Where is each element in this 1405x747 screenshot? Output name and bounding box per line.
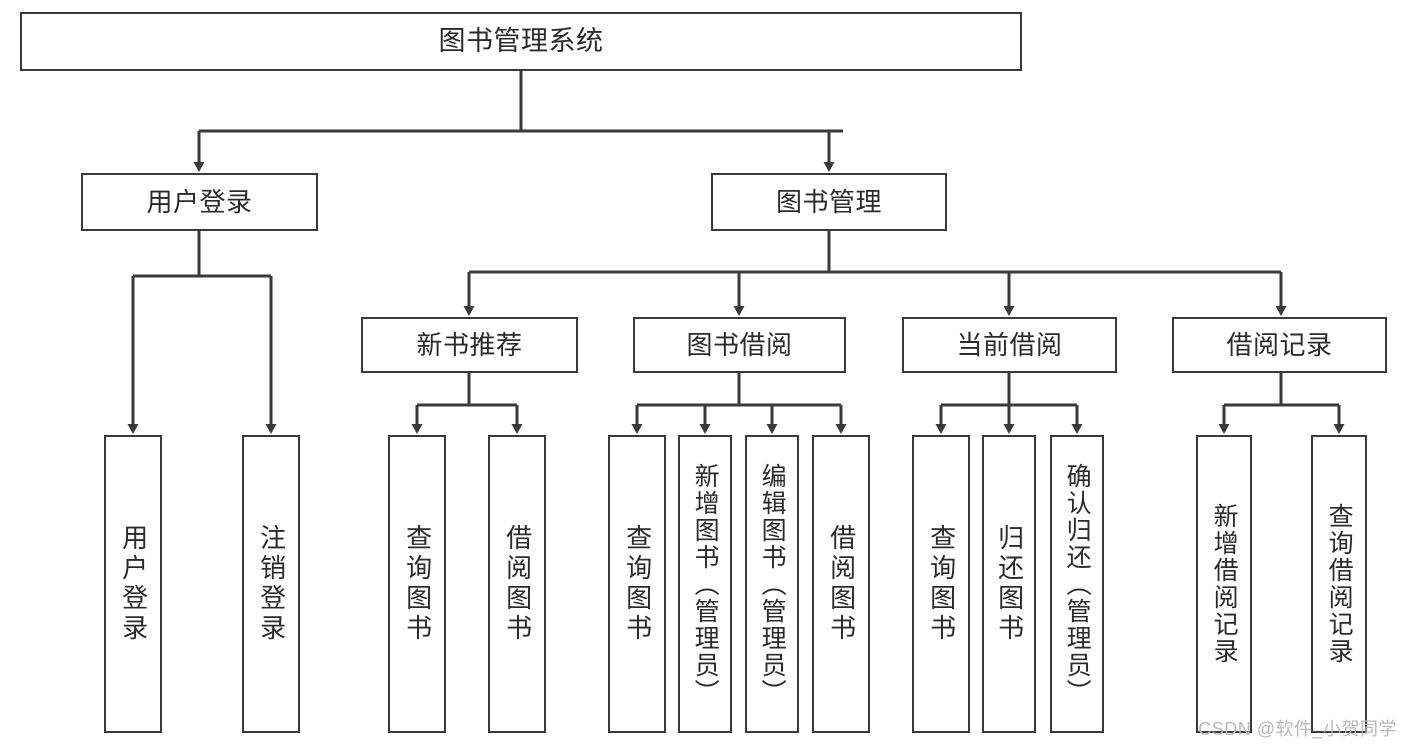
node-user-login[interactable]: 用户登录 — [81, 173, 318, 231]
leaf-user-login-logout[interactable]: 注销登录 — [242, 435, 300, 733]
node-label: 用户登录 — [118, 524, 149, 644]
node-label: 查询图书 — [622, 524, 653, 644]
node-label: 查询图书 — [926, 524, 957, 644]
node-label: 借阅图书 — [502, 524, 533, 644]
leaf-current-query-book[interactable]: 查询图书 — [912, 435, 970, 733]
node-label: 图书管理系统 — [438, 25, 604, 56]
node-label: 借阅图书 — [826, 524, 857, 644]
node-label: 图书借阅 — [686, 329, 793, 360]
node-label: 查询图书 — [402, 524, 433, 644]
node-label: 注销登录 — [256, 524, 287, 644]
leaf-current-confirm-return-admin[interactable]: 确认归还（管理员） — [1050, 435, 1104, 733]
node-label: 图书管理 — [775, 186, 882, 217]
node-new-book-recommend[interactable]: 新书推荐 — [361, 317, 578, 373]
node-label: 新增借阅记录 — [1210, 503, 1239, 665]
leaf-borrow-edit-book-admin[interactable]: 编辑图书（管理员） — [745, 435, 799, 733]
node-label: 新增图书（管理员） — [691, 462, 720, 706]
node-label: 借阅记录 — [1226, 329, 1333, 360]
leaf-record-add-record[interactable]: 新增借阅记录 — [1196, 435, 1252, 733]
leaf-borrow-query-book[interactable]: 查询图书 — [608, 435, 666, 733]
node-book-management[interactable]: 图书管理 — [711, 173, 947, 231]
node-label: 确认归还（管理员） — [1063, 462, 1092, 706]
leaf-borrow-borrow-book[interactable]: 借阅图书 — [812, 435, 870, 733]
leaf-recommend-query-book[interactable]: 查询图书 — [388, 435, 446, 733]
node-label: 归还图书 — [994, 524, 1025, 644]
node-label: 编辑图书（管理员） — [758, 462, 787, 706]
node-book-borrow[interactable]: 图书借阅 — [633, 317, 846, 373]
leaf-current-return-book[interactable]: 归还图书 — [982, 435, 1036, 733]
node-root-system[interactable]: 图书管理系统 — [20, 12, 1022, 71]
node-label: 当前借阅 — [956, 329, 1063, 360]
node-label: 新书推荐 — [416, 329, 523, 360]
node-label: 查询借阅记录 — [1325, 503, 1354, 665]
node-label: 用户登录 — [146, 186, 253, 217]
leaf-borrow-add-book-admin[interactable]: 新增图书（管理员） — [678, 435, 732, 733]
csdn-watermark: CSDN @软件_小贺同学 — [1198, 719, 1397, 739]
leaf-recommend-borrow-book[interactable]: 借阅图书 — [488, 435, 546, 733]
node-current-borrow[interactable]: 当前借阅 — [902, 317, 1117, 373]
leaf-record-query-record[interactable]: 查询借阅记录 — [1311, 435, 1367, 733]
leaf-user-login-login[interactable]: 用户登录 — [104, 435, 162, 733]
node-borrow-record[interactable]: 借阅记录 — [1172, 317, 1387, 373]
